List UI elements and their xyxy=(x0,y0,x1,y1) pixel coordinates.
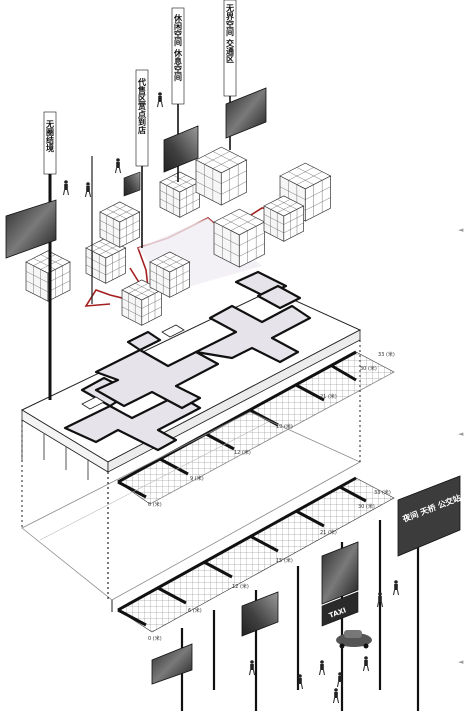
pedestrian-group xyxy=(63,92,399,704)
grid-cube-icon xyxy=(149,251,191,298)
lower-mark-1: 6 (米) xyxy=(188,607,202,614)
pedestrian-icon xyxy=(377,592,383,608)
pedestrian-icon xyxy=(333,688,339,704)
pedestrian-icon xyxy=(363,656,369,672)
side-marker-2: ◄ xyxy=(458,430,464,438)
upper-mark-6: 33 (米) xyxy=(378,351,395,358)
pedestrian-icon xyxy=(157,92,163,108)
photo-thumbnail-icon xyxy=(5,199,57,259)
photo-thumbnail-icon xyxy=(241,591,279,637)
photo-thumbnail-icon xyxy=(123,171,141,197)
side-marker-1: ◄ xyxy=(458,226,464,234)
grid-cube-icon xyxy=(213,208,266,268)
photo-thumbnails xyxy=(5,87,359,685)
pedestrian-icon xyxy=(249,660,255,676)
lower-billboard: 夜间 天桥 公交站 xyxy=(397,475,462,557)
upper-mark-2: 12 (米) xyxy=(234,449,251,456)
cube-cluster xyxy=(25,146,332,326)
pole-label-4: 无界空间 交通区 xyxy=(225,4,235,64)
photo-thumbnail-icon xyxy=(151,643,193,685)
upper-mark-3: 19 (米) xyxy=(276,423,293,430)
pedestrian-icon xyxy=(85,182,91,198)
upper-mark-5: 30 (米) xyxy=(360,365,377,372)
lower-mark-2: 12 (米) xyxy=(232,583,249,590)
pedestrian-icon xyxy=(337,672,343,688)
upper-deck: 0 (米) 9 (米) 12 (米) 19 (米) 21 (米) 30 (米) … xyxy=(20,270,395,508)
grid-cube-icon xyxy=(263,195,305,242)
lower-mark-0: 0 (米) xyxy=(148,635,162,642)
pole-label-3: 休闲空间 休息空间 xyxy=(173,13,183,82)
pedestrian-icon xyxy=(115,158,121,174)
lower-mark-3: 15 (米) xyxy=(276,557,293,564)
lower-mark-4: 21 (米) xyxy=(320,529,337,536)
side-marker-3: ◄ xyxy=(458,658,464,666)
road-level xyxy=(21,340,361,612)
photo-thumbnail-icon xyxy=(321,541,359,605)
upper-mark-0: 0 (米) xyxy=(148,501,162,508)
lower-mark-5: 30 (米) xyxy=(358,503,375,510)
car-icon xyxy=(336,630,372,649)
grid-cube-icon xyxy=(195,146,248,206)
grid-cube-icon xyxy=(99,201,141,248)
photo-thumbnail-icon xyxy=(225,87,267,139)
pole-group: 无圈结境 代售区赏点到店 休闲空间 休息空间 无界空间 交通区 xyxy=(43,0,237,400)
pedestrian-icon xyxy=(297,674,303,690)
pedestrian-icon xyxy=(393,580,399,596)
pedestrian-icon xyxy=(63,180,69,196)
pedestrian-icon xyxy=(319,660,325,676)
pole-label-1: 无圈结境 xyxy=(46,120,55,153)
pole-label-2: 代售区赏点到店 xyxy=(138,77,147,135)
lower-mark-6: 33 (米) xyxy=(374,489,391,496)
grid-cube-icon xyxy=(159,171,201,218)
upper-mark-1: 9 (米) xyxy=(190,475,204,482)
grid-cube-icon xyxy=(25,250,71,302)
photo-thumbnail-icon xyxy=(163,125,199,173)
corridor-plan xyxy=(63,270,312,452)
upper-mark-4: 21 (米) xyxy=(320,393,337,400)
taxi-sign: TAXI xyxy=(321,591,359,627)
grid-cube-icon xyxy=(85,237,127,284)
